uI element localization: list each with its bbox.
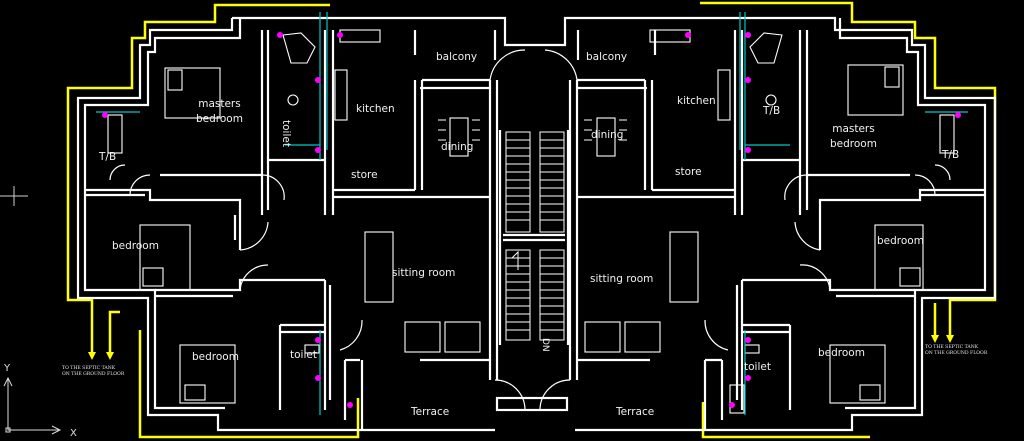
ucs-axis-icon	[3, 376, 62, 435]
furniture	[107, 29, 955, 414]
label-sitting-room-left: sitting room	[392, 267, 456, 279]
label-bedroom-left: bedroom	[112, 240, 159, 252]
label-balcony-right: balcony	[586, 51, 628, 63]
label-bedroom2-left: bedroom	[192, 351, 239, 363]
stair-treads	[505, 131, 565, 341]
note-septic-tank-right: TO THE SEPTIC TANK ON THE GROUND FLOOR	[925, 345, 988, 356]
label-toilet-right: toilet	[744, 361, 771, 373]
label-store-left: store	[351, 169, 378, 181]
label-stair-down: DN	[540, 338, 550, 352]
label-tb-left: T/B	[99, 151, 117, 163]
label-dining-right: dining	[591, 129, 624, 141]
label-store-right: store	[675, 166, 702, 178]
label-masters-bedroom-right: masters bedroom	[830, 123, 877, 150]
label-balcony-left: balcony	[436, 51, 478, 63]
label-toilet-rotated-left: toilet	[280, 120, 292, 147]
note-septic-tank-left: TO THE SEPTIC TANK ON THE GROUND FLOOR	[62, 366, 125, 377]
walls	[76, 16, 997, 432]
label-sitting-room-right: sitting room	[590, 273, 654, 285]
septic-arrows	[88, 335, 954, 360]
cursor-crosshair	[0, 186, 28, 206]
label-terrace-right: Terrace	[616, 406, 655, 418]
plumbing-lines	[66, 1, 997, 439]
axis-label-x: X	[70, 428, 77, 439]
label-dining-left: dining	[441, 141, 474, 153]
door-swings	[109, 49, 951, 411]
label-kitchen-left: kitchen	[356, 103, 395, 115]
label-bedroom-right: bedroom	[877, 235, 924, 247]
label-tb-right: T/B	[942, 149, 960, 161]
pipe-runs	[96, 12, 968, 415]
fixture-markers	[102, 32, 961, 408]
label-tb-right-ensuite: T/B	[763, 105, 781, 117]
label-masters-bedroom-left: masters bedroom	[196, 98, 243, 125]
label-bedroom2-right: bedroom	[818, 347, 865, 359]
label-kitchen-right: kitchen	[677, 95, 716, 107]
axis-label-y: Y	[4, 363, 11, 374]
label-toilet-left: toilet	[290, 349, 317, 361]
label-terrace-left: Terrace	[411, 406, 450, 418]
